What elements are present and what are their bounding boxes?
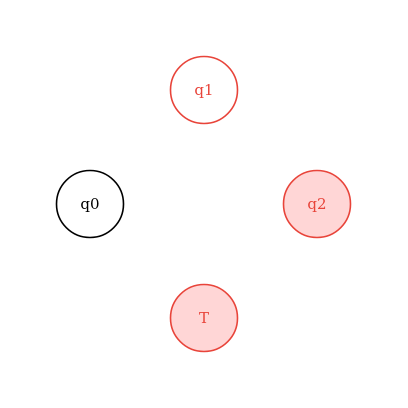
state-circle-q0: [55, 169, 125, 239]
state-label-q0: q0: [80, 195, 99, 213]
state-label-q1: q1: [194, 81, 213, 99]
state-circle-q2: [282, 169, 352, 239]
state-node-q0: q0: [55, 169, 125, 239]
state-node-T: T: [169, 283, 239, 353]
state-node-q2: q2: [282, 169, 352, 239]
state-label-q2: q2: [307, 195, 326, 213]
state-node-q1: q1: [169, 55, 239, 125]
state-circle-q1: [169, 55, 239, 125]
state-label-T: T: [199, 309, 209, 327]
state-circle-T: [169, 283, 239, 353]
